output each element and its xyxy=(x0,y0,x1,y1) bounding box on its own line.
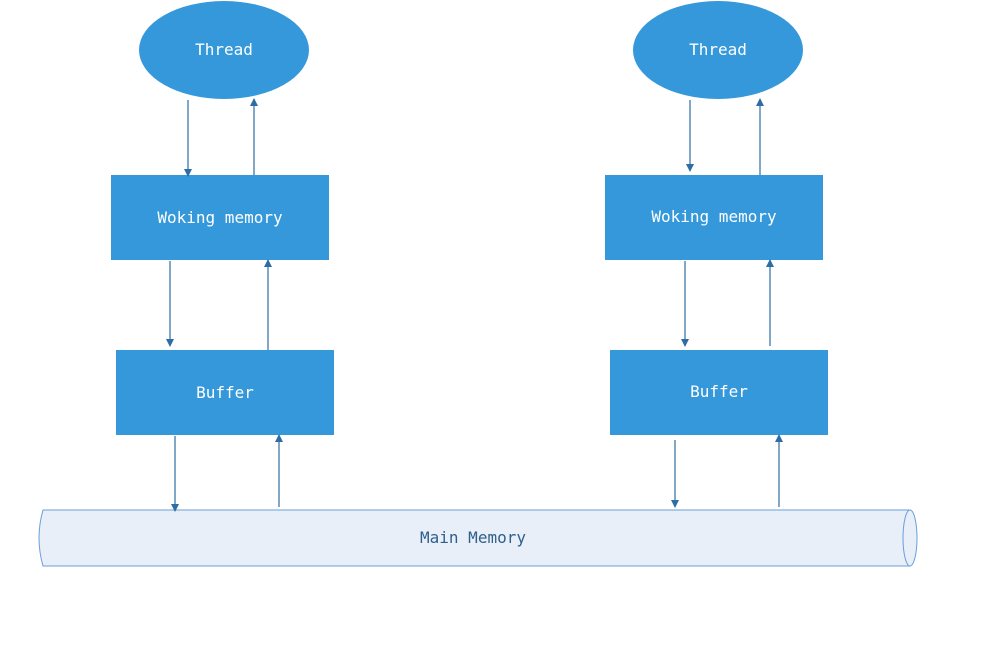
main-memory-node: Main Memory xyxy=(38,509,918,567)
working-memory-label-left: Woking memory xyxy=(157,208,283,227)
main-memory-end-cap xyxy=(902,509,918,567)
buffer-node-right xyxy=(610,350,828,435)
thread-node-left xyxy=(139,1,309,99)
thread-column-right: Thread Woking memory Buffer xyxy=(605,1,828,508)
working-memory-label-right: Woking memory xyxy=(651,207,777,226)
main-memory-label: Main Memory xyxy=(420,528,526,547)
thread-label-left: Thread xyxy=(195,40,253,59)
buffer-node-left xyxy=(116,350,334,435)
buffer-label-right: Buffer xyxy=(690,382,748,401)
thread-node-right xyxy=(633,1,803,99)
working-memory-node-left xyxy=(111,175,329,260)
thread-label-right: Thread xyxy=(689,40,747,59)
buffer-label-left: Buffer xyxy=(196,383,254,402)
working-memory-node-right xyxy=(605,175,823,260)
thread-column-left: Thread Woking memory Buffer xyxy=(111,1,334,512)
